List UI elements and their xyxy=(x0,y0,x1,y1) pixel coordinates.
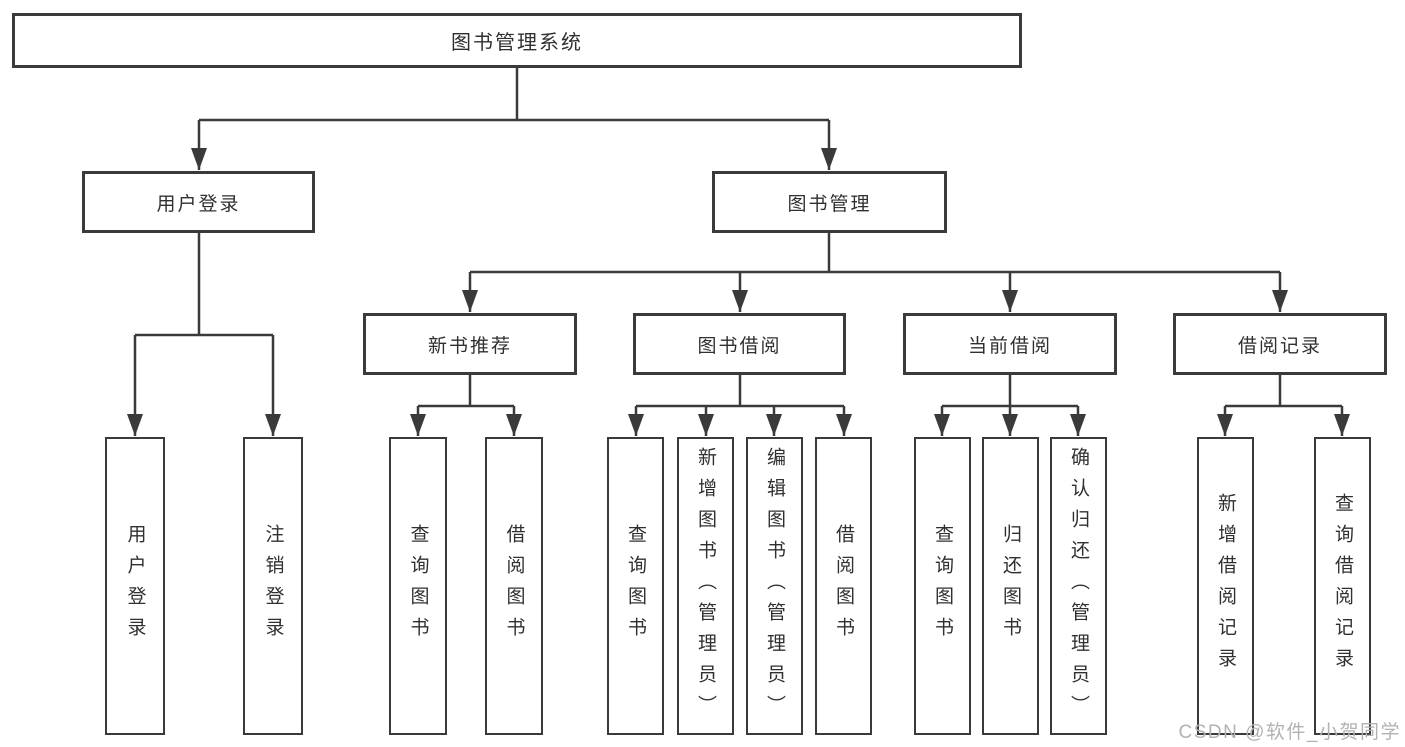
leaf-label: 查询借阅记录 xyxy=(1332,493,1353,679)
node-label: 图书管理 xyxy=(787,193,872,215)
node-current-borrow: 当前借阅 xyxy=(903,313,1117,375)
leaf-label: 归还图书 xyxy=(1000,524,1021,648)
leaf-recommend-query-book: 查询图书 xyxy=(389,437,447,735)
leaf-label: 查询图书 xyxy=(625,524,646,648)
leaf-label: 查询图书 xyxy=(932,524,953,648)
leaf-label: 查询图书 xyxy=(407,524,429,648)
leaf-user-login: 用户登录 xyxy=(105,437,165,735)
leaf-borrow-add-book-admin: 新增图书（管理员） xyxy=(677,437,734,735)
leaf-borrow-edit-book-admin: 编辑图书（管理员） xyxy=(746,437,803,735)
leaf-label: 新增图书（管理员） xyxy=(695,446,716,726)
leaf-label: 编辑图书（管理员） xyxy=(764,446,785,726)
leaf-label: 确认归还（管理员） xyxy=(1068,446,1089,726)
node-borrow-records: 借阅记录 xyxy=(1173,313,1387,375)
leaf-records-query-record: 查询借阅记录 xyxy=(1314,437,1371,735)
node-label: 当前借阅 xyxy=(967,335,1052,357)
leaf-label: 注销登录 xyxy=(262,524,284,648)
leaf-borrow-borrow-book: 借阅图书 xyxy=(815,437,872,735)
node-library-management-system: 图书管理系统 xyxy=(12,13,1022,68)
leaf-borrow-query-book: 查询图书 xyxy=(607,437,664,735)
leaf-current-confirm-return-admin: 确认归还（管理员） xyxy=(1050,437,1107,735)
node-label: 借阅记录 xyxy=(1237,335,1322,357)
node-new-book-recommend: 新书推荐 xyxy=(363,313,577,375)
node-user-login: 用户登录 xyxy=(82,171,315,233)
leaf-recommend-borrow-book: 借阅图书 xyxy=(485,437,543,735)
leaf-current-return-book: 归还图书 xyxy=(982,437,1039,735)
leaf-logout: 注销登录 xyxy=(243,437,303,735)
leaf-label: 借阅图书 xyxy=(503,524,525,648)
leaf-records-add-record: 新增借阅记录 xyxy=(1197,437,1254,735)
leaf-label: 借阅图书 xyxy=(833,524,854,648)
node-book-management: 图书管理 xyxy=(712,171,947,233)
node-label: 图书管理系统 xyxy=(451,32,583,54)
node-label: 用户登录 xyxy=(156,193,241,215)
watermark: CSDN @软件_小贺同学 xyxy=(1178,722,1401,743)
leaf-label: 用户登录 xyxy=(124,524,146,648)
leaf-label: 新增借阅记录 xyxy=(1215,493,1236,679)
node-book-borrow: 图书借阅 xyxy=(633,313,846,375)
node-label: 图书借阅 xyxy=(697,335,782,357)
node-label: 新书推荐 xyxy=(427,335,512,357)
leaf-current-query-book: 查询图书 xyxy=(914,437,971,735)
